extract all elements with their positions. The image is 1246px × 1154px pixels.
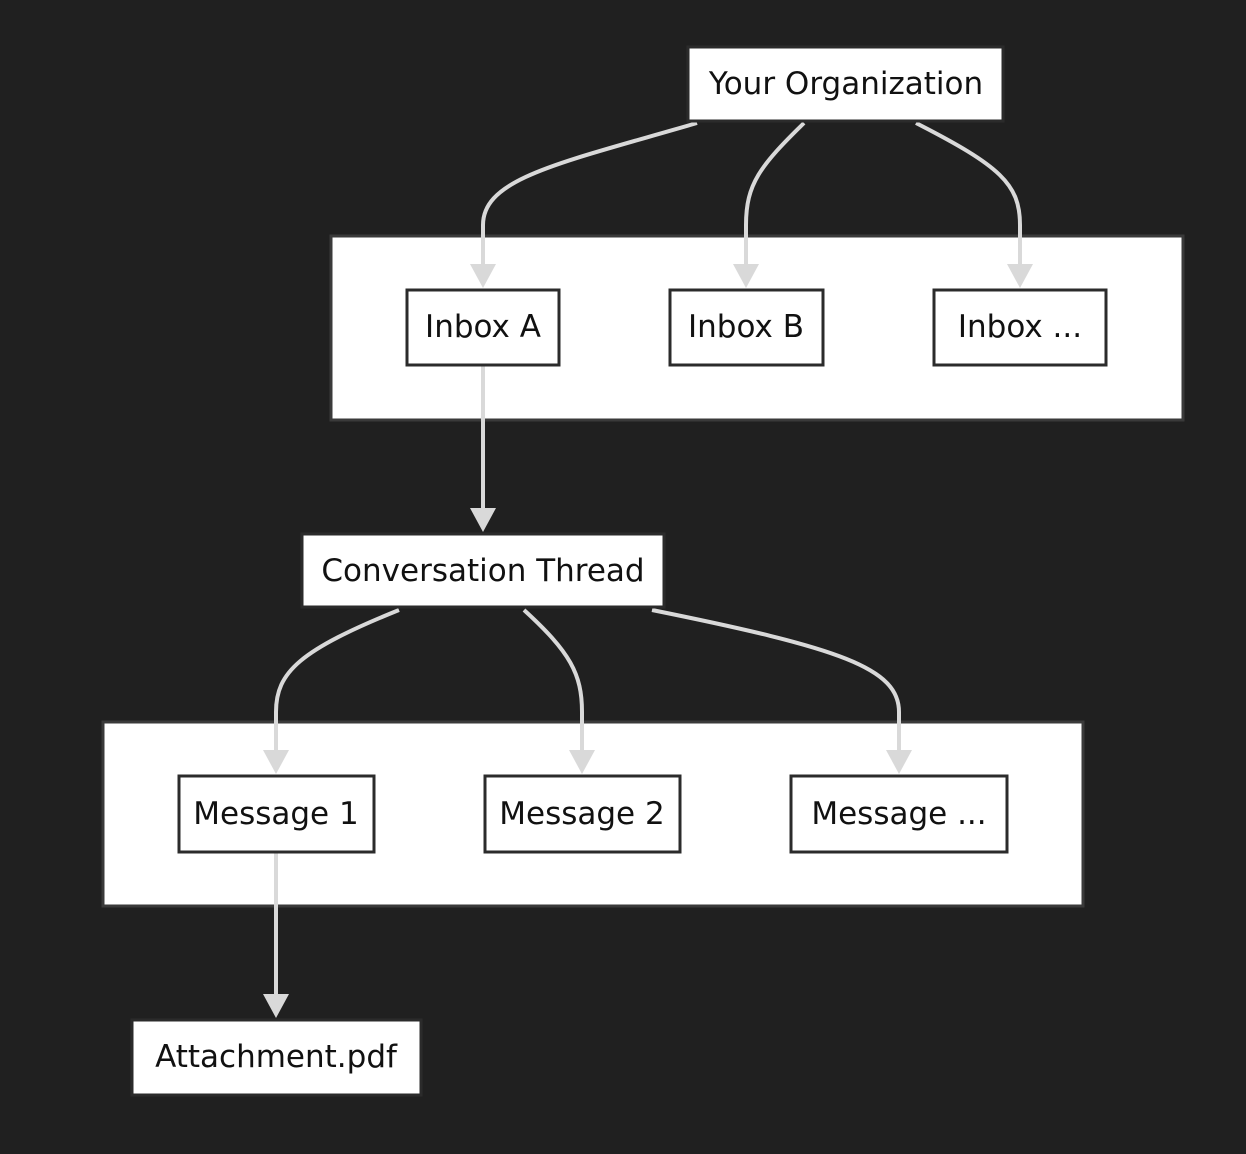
node-label-inbox-a: Inbox A bbox=[425, 309, 541, 345]
node-message-more: Message ... bbox=[789, 774, 1009, 854]
edge-organization-to-inbox-b bbox=[744, 121, 806, 264]
node-message-1: Message 1 bbox=[177, 774, 376, 854]
node-conversation-thread: Conversation Thread bbox=[300, 532, 666, 609]
node-label-message-2: Message 2 bbox=[499, 796, 664, 832]
arrowhead-message-more bbox=[886, 750, 912, 774]
edge-organization-to-inbox-a bbox=[481, 121, 698, 264]
edge-thread-to-message-2 bbox=[522, 608, 584, 750]
node-label-your-organization: Your Organization bbox=[708, 66, 983, 102]
arrowhead-attachment bbox=[263, 994, 289, 1018]
arrowhead-message-1 bbox=[263, 750, 289, 774]
arrowhead-message-2 bbox=[569, 750, 595, 774]
node-label-conversation-thread: Conversation Thread bbox=[321, 553, 644, 589]
node-your-organization: Your Organization bbox=[686, 45, 1005, 123]
node-label-message-more: Message ... bbox=[811, 796, 986, 832]
edge-thread-to-message-1 bbox=[274, 608, 400, 750]
node-inbox-a: Inbox A bbox=[405, 288, 561, 367]
node-label-message-1: Message 1 bbox=[193, 796, 358, 832]
arrowhead-thread bbox=[470, 508, 496, 532]
node-label-inbox-b: Inbox B bbox=[688, 309, 804, 345]
edges bbox=[263, 121, 1033, 1018]
arrowhead-inbox-a bbox=[470, 264, 496, 288]
edge-organization-to-inbox-more bbox=[915, 121, 1022, 264]
node-label-inbox-more: Inbox ... bbox=[958, 309, 1082, 345]
node-label-attachment-pdf: Attachment.pdf bbox=[155, 1039, 398, 1075]
node-inbox-more: Inbox ... bbox=[932, 288, 1108, 367]
edge-thread-to-message-more bbox=[651, 608, 901, 750]
node-attachment-pdf: Attachment.pdf bbox=[130, 1018, 423, 1097]
arrowhead-inbox-more bbox=[1007, 264, 1033, 288]
node-inbox-b: Inbox B bbox=[668, 288, 825, 367]
node-message-2: Message 2 bbox=[483, 774, 682, 854]
arrowhead-inbox-b bbox=[733, 264, 759, 288]
